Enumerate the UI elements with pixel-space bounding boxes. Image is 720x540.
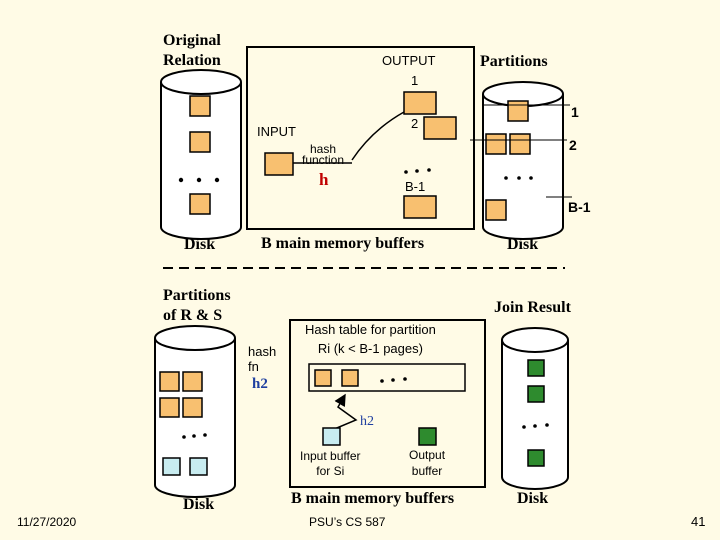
footer-date: 11/27/2020 bbox=[17, 515, 77, 529]
partition-b1-label: B-1 bbox=[568, 199, 591, 215]
partition-page bbox=[507, 100, 529, 122]
output-buffer-label: Output buffer bbox=[409, 448, 446, 478]
hash-fn-label: hash fn bbox=[248, 344, 277, 374]
disk-label-top-right: Disk bbox=[507, 236, 539, 253]
disk-cylinder-original bbox=[160, 69, 242, 240]
r-partition-page bbox=[159, 371, 180, 392]
partitions-rs-label: Partitions of R & S bbox=[163, 287, 231, 324]
output-buffer-b1 bbox=[403, 195, 437, 219]
buffers-label-top: B main memory buffers bbox=[261, 235, 425, 252]
main-memory-box bbox=[246, 46, 475, 230]
hash-function-label: hash function bbox=[302, 142, 345, 167]
r-partition-page bbox=[182, 371, 203, 392]
disk-label-bottom-right: Disk bbox=[517, 490, 549, 507]
h2-lower-label: h2 bbox=[360, 414, 374, 429]
ellipsis-dots bbox=[182, 433, 207, 439]
ellipsis-dots bbox=[504, 176, 533, 180]
output-2-label: 2 bbox=[411, 116, 419, 131]
partition-page bbox=[485, 133, 507, 155]
input-buffer-label: Input buffer for Si bbox=[300, 449, 361, 478]
disk-label-bottom-left: Disk bbox=[183, 496, 215, 513]
hash-fanout-arrow bbox=[351, 111, 405, 161]
main-memory-box-lower bbox=[289, 319, 486, 488]
ellipsis-dots bbox=[380, 377, 407, 383]
input-buffer-page bbox=[264, 152, 294, 176]
output-label: OUTPUT bbox=[382, 53, 436, 68]
result-page bbox=[527, 359, 545, 377]
partitions-label: Partitions bbox=[480, 53, 548, 70]
s-partition-page bbox=[162, 457, 181, 476]
r-partition-page bbox=[159, 397, 180, 418]
footer-page-number: 41 bbox=[691, 514, 706, 529]
ellipsis-dots bbox=[522, 423, 549, 429]
disk-cylinder-join-result bbox=[501, 327, 569, 490]
original-page bbox=[189, 95, 211, 117]
r-partition-page bbox=[182, 397, 203, 418]
result-page bbox=[527, 449, 545, 467]
h2-label: h2 bbox=[252, 376, 268, 392]
input-label: INPUT bbox=[257, 124, 296, 139]
hash-table-label: Hash table for partition Ri (k < B-1 pag… bbox=[305, 322, 436, 356]
result-page bbox=[527, 385, 545, 403]
original-page bbox=[189, 131, 211, 153]
hash-table-page bbox=[314, 369, 332, 387]
input-buffer-si bbox=[322, 427, 341, 446]
hash-table-page bbox=[341, 369, 359, 387]
partition-page bbox=[485, 199, 507, 221]
join-result-label: Join Result bbox=[494, 299, 571, 316]
hash-table-box bbox=[308, 363, 466, 392]
footer-course: PSU’s CS 587 bbox=[309, 515, 386, 529]
ellipsis-dots bbox=[404, 168, 431, 174]
partition-2-label: 2 bbox=[569, 137, 577, 153]
output-buffer-2 bbox=[423, 116, 457, 140]
original-page bbox=[189, 193, 211, 215]
disk-label-top-left: Disk bbox=[184, 236, 216, 253]
output-1-label: 1 bbox=[411, 73, 419, 88]
output-buffer-1 bbox=[403, 91, 437, 115]
h2-probe-arrow bbox=[331, 393, 358, 431]
partition-1-label: 1 bbox=[571, 104, 579, 120]
h-label: h bbox=[319, 170, 329, 189]
partition-page bbox=[509, 133, 531, 155]
buffers-label-bottom: B main memory buffers bbox=[291, 490, 455, 507]
output-buffer-green bbox=[418, 427, 437, 446]
output-b1-label: B-1 bbox=[405, 179, 426, 194]
ellipsis-dots bbox=[178, 177, 220, 183]
original-relation-label: Original Relation bbox=[163, 32, 221, 69]
s-partition-page bbox=[189, 457, 208, 476]
